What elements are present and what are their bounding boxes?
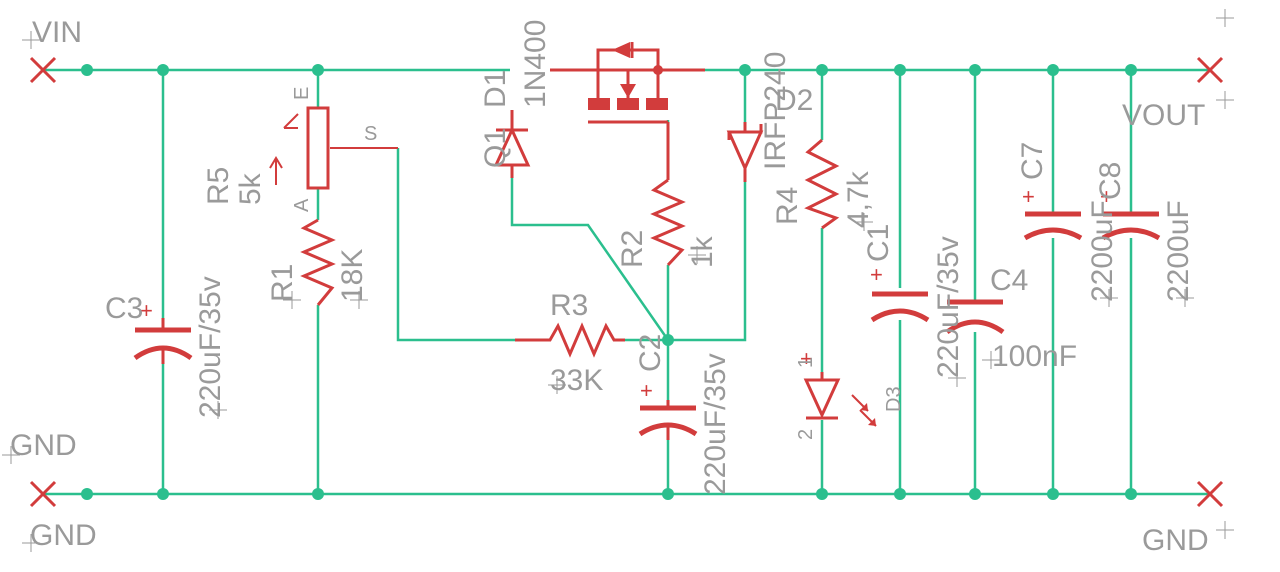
c7-capacitor: + (1022, 184, 1083, 241)
svg-text:+: + (870, 262, 883, 287)
junctions (81, 64, 1137, 500)
label-r5-value: 5k (234, 172, 267, 205)
label-gnd-right: GND (1142, 524, 1209, 557)
label-gnd-left-bottom: GND (30, 519, 97, 552)
svg-text:+: + (140, 298, 153, 323)
label-d3-name: D3 (883, 386, 905, 412)
label-d1-name: D1 (479, 70, 512, 108)
labels: VIN GND GND VOUT GND R5 5k E A S R1 18K … (10, 16, 1209, 557)
label-r2-value: 1k (686, 235, 719, 268)
label-c7-value: 2200uF (1086, 200, 1119, 302)
label-r1-value: 18K (336, 249, 369, 302)
label-c2-value: 220uF/35v (699, 353, 732, 495)
r4-resistor (804, 138, 840, 230)
label-r5-pin-s: S (364, 123, 377, 145)
label-q1-name: Q1 (479, 128, 512, 168)
label-c1-value: 220uF/35v (932, 236, 965, 378)
label-r2-name: R2 (616, 230, 649, 268)
label-r5-name: R5 (202, 167, 235, 205)
label-c4-value: 100nF (992, 340, 1077, 373)
label-d1-value: 1N400 (519, 20, 552, 108)
label-c3-name: C3 (105, 292, 143, 325)
c3-capacitor: + (133, 298, 193, 364)
label-c3-value: 220uF/35v (194, 276, 227, 418)
label-d3-pin1: 1 (795, 357, 817, 368)
label-c8-name: C8 (1094, 162, 1127, 200)
label-d3-pin2: 2 (795, 429, 817, 440)
c4-capacitor (945, 299, 1005, 335)
label-gnd-left-top: GND (10, 429, 77, 462)
svg-text:+: + (1100, 184, 1113, 209)
label-c4-name: C4 (990, 264, 1028, 297)
label-vin: VIN (32, 16, 82, 49)
label-d2-name: D2 (775, 84, 813, 117)
terminal-vout-x (1196, 56, 1224, 84)
label-c8-value: 2200uF (1162, 200, 1195, 302)
label-r4-value: 4,7k (842, 170, 875, 228)
d3-led: + (800, 346, 877, 427)
label-r1-name: R1 (266, 264, 299, 302)
label-c1-name: C1 (862, 224, 895, 262)
c8-capacitor: + (1100, 184, 1161, 241)
origin-markers (2, 9, 1234, 552)
terminal-gnd-right-x (1196, 480, 1224, 508)
label-r4-name: R4 (771, 187, 804, 225)
label-c7-name: C7 (1016, 142, 1049, 180)
label-r3-value: 33K (550, 364, 603, 397)
d1-diode (493, 110, 531, 178)
d2-zener (726, 122, 764, 182)
c1-capacitor: + (870, 262, 930, 323)
r3-resistor (515, 322, 625, 358)
label-r5-pin-e: E (291, 87, 313, 100)
label-mosfet-value: IRFP240 (759, 52, 792, 170)
label-r3-name: R3 (550, 289, 588, 322)
mosfet (550, 42, 705, 180)
c2-capacitor: + (638, 378, 698, 440)
label-vout: VOUT (1122, 99, 1205, 132)
r5-potentiometer (269, 106, 398, 190)
svg-text:+: + (640, 378, 653, 403)
label-r5-pin-a: A (291, 198, 313, 212)
r1-resistor (300, 218, 336, 306)
label-c2-name: C2 (634, 334, 667, 372)
svg-text:+: + (1022, 184, 1035, 209)
terminal-gnd-left-x (29, 480, 57, 508)
svg-text:+: + (800, 346, 813, 371)
r2-resistor (650, 178, 686, 267)
terminal-vin-x (29, 56, 57, 84)
